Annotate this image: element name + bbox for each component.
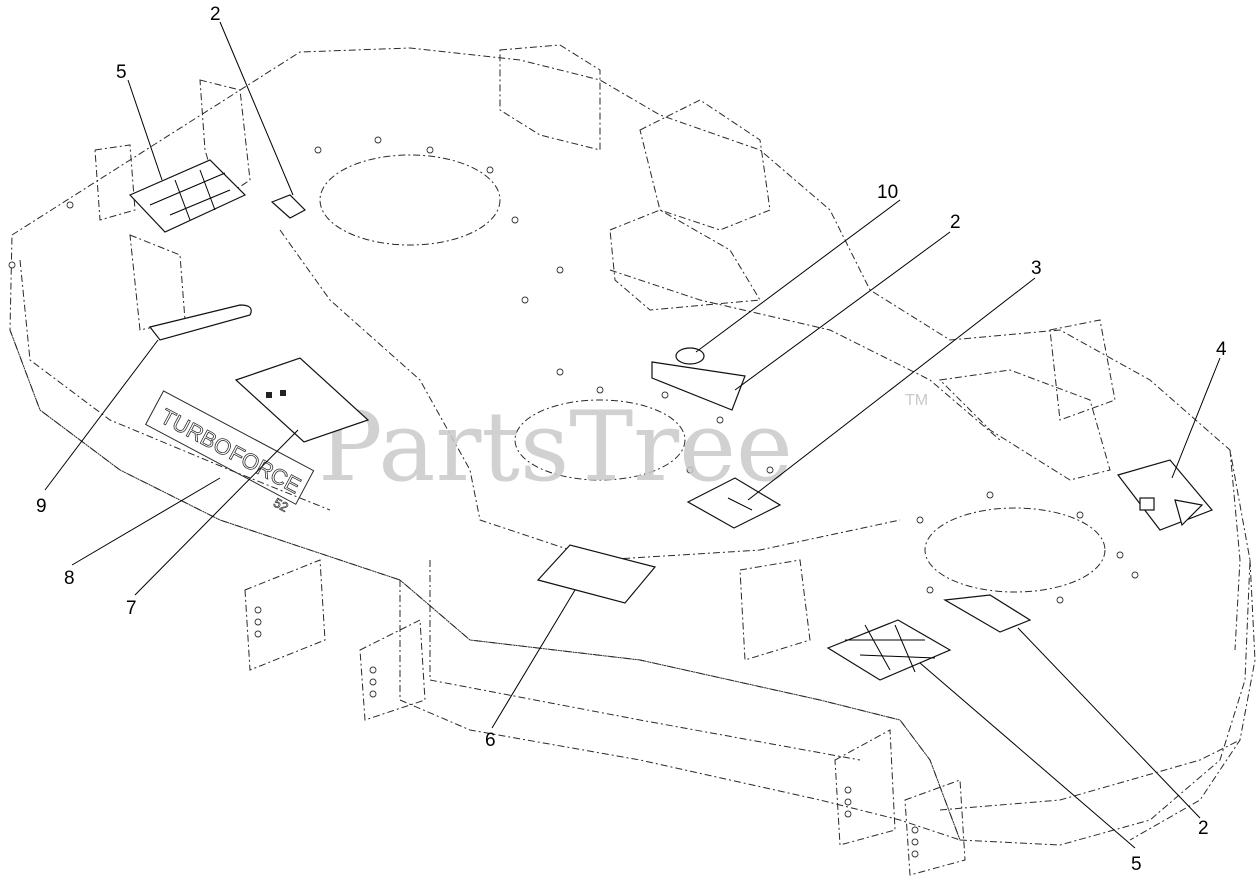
callout-10: 10 [877,182,898,203]
leader-lines [44,21,1221,849]
callout-7: 7 [126,598,137,619]
decals [128,159,1214,681]
callout-5-top: 5 [116,62,127,83]
callout-3: 3 [1031,258,1042,279]
callout-2-middle: 2 [950,212,961,233]
decal-2-right [943,594,1032,633]
emboss-size: 52 [271,495,291,515]
watermark-tm: TM [905,392,928,409]
callout-5-bottom: 5 [1131,854,1142,875]
decal-safety-right [826,619,952,681]
decal-safety-left [128,159,247,233]
decal-2-bracket [270,194,306,219]
callouts: 5 2 10 2 3 4 9 8 7 6 2 5 [36,4,1227,875]
callout-2-bottom: 2 [1198,818,1209,839]
decal-3 [686,477,782,529]
callout-4: 4 [1216,339,1227,360]
decal-strip-9 [148,304,252,341]
deck-holes [8,136,1139,858]
mower-deck-outline [9,44,1256,876]
decal-6 [536,544,657,604]
callout-6: 6 [485,730,496,751]
decal-7 [234,357,370,443]
callout-8: 8 [64,568,75,589]
callout-2-top: 2 [210,4,221,25]
callout-9: 9 [36,496,47,517]
watermark: PartsTree TM [318,391,928,503]
decal-4 [1116,459,1214,531]
decal-2-center [651,361,746,411]
emboss-turbo: TURBO [156,404,236,462]
watermark-text: PartsTree [318,391,793,503]
decal-10 [675,347,705,365]
emboss-force: FORCE [225,440,305,498]
